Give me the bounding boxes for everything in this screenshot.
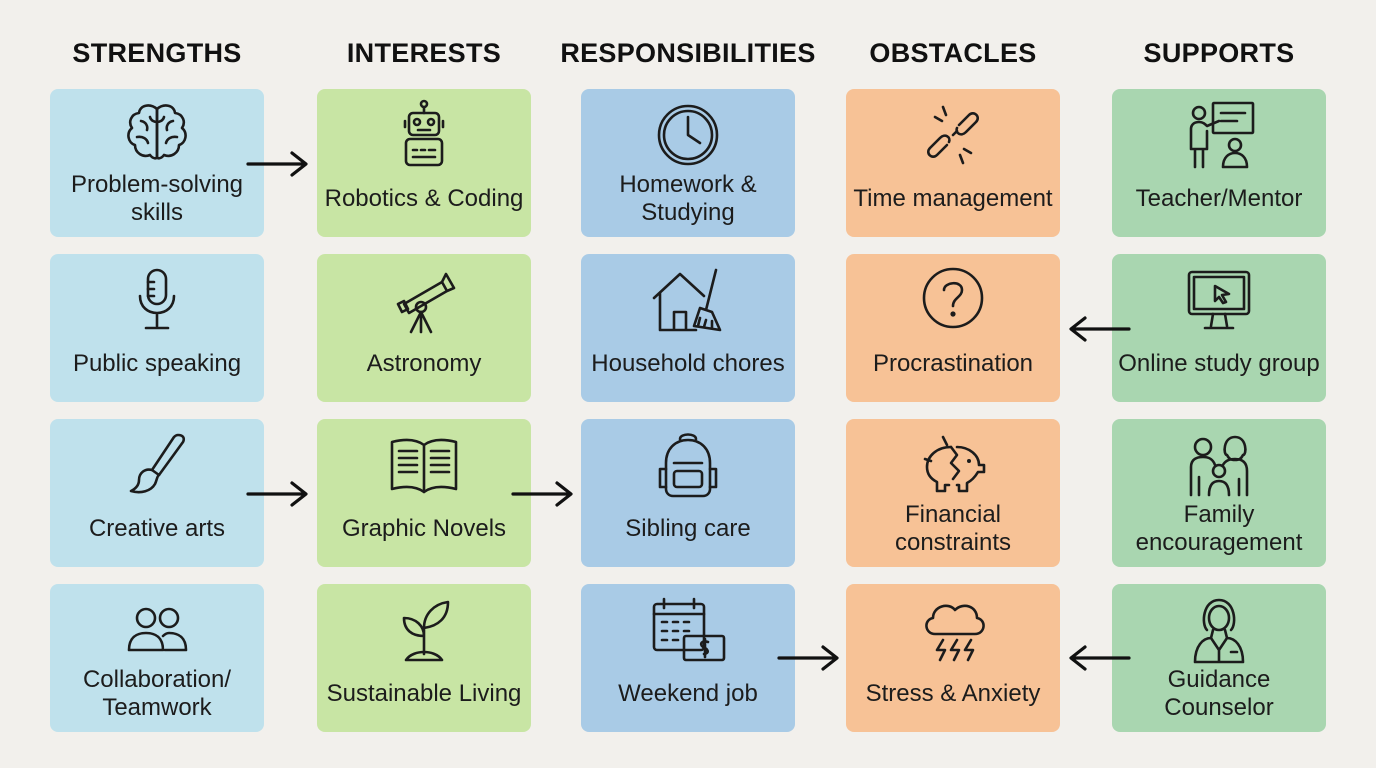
card-label: Procrastination [872, 350, 1034, 377]
card-homework: Homework & Studying [581, 89, 795, 237]
card-label: Collaboration/ Teamwork [82, 666, 232, 721]
card-label: Problem-solving skills [70, 171, 244, 226]
microphone-icon [138, 268, 176, 330]
card-label: Teacher/Mentor [1135, 185, 1303, 212]
card-astronomy: Astronomy [317, 254, 531, 402]
card-label: Time management [853, 185, 1053, 212]
card-label: Sibling care [625, 515, 751, 542]
card-label: Weekend job [618, 680, 758, 707]
backpack-icon [658, 433, 718, 498]
card-family-encouragement: Family encouragement [1112, 419, 1326, 567]
card-label: Family encouragement [1135, 501, 1303, 556]
card-weekend-job: Weekend job [581, 584, 795, 732]
card-label: Homework & Studying [619, 171, 757, 226]
teacher-board-icon [1189, 101, 1255, 169]
card-label: Household chores [591, 350, 785, 377]
storm-cloud-icon [925, 604, 985, 662]
family-icon [1189, 435, 1249, 497]
question-icon [922, 267, 984, 329]
card-procrastination: Procrastination [846, 254, 1060, 402]
arrow-left [1069, 645, 1131, 671]
computer-cursor-icon [1187, 270, 1251, 330]
card-stress-anxiety: Stress & Anxiety [846, 584, 1060, 732]
arrow-right [511, 481, 573, 507]
card-collaboration: Collaboration/ Teamwork [50, 584, 264, 732]
card-financial-constraints: Financial constraints [846, 419, 1060, 567]
robot-icon [403, 99, 445, 167]
header-interests: INTERESTS [346, 38, 502, 68]
card-label: Stress & Anxiety [865, 680, 1041, 707]
house-broom-icon [652, 268, 722, 332]
card-creative-arts: Creative arts [50, 419, 264, 567]
card-label: Online study group [1118, 350, 1320, 377]
broken-chain-icon [927, 105, 979, 165]
card-public-speaking: Public speaking [50, 254, 264, 402]
broken-piggy-bank-icon [923, 435, 986, 493]
card-label: Graphic Novels [341, 515, 507, 542]
arrow-right [246, 151, 308, 177]
arrow-right [777, 645, 839, 671]
card-label: Astronomy [366, 350, 482, 377]
calendar-money-icon [652, 597, 726, 662]
card-graphic-novels: Graphic Novels [317, 419, 531, 567]
counselor-icon [1193, 598, 1245, 664]
header-obstacles: OBSTACLES [869, 38, 1037, 68]
arrow-right [246, 481, 308, 507]
card-problem-solving: Problem-solving skills [50, 89, 264, 237]
card-sibling-care: Sibling care [581, 419, 795, 567]
card-guidance-counselor: Guidance Counselor [1112, 584, 1326, 732]
card-label: Financial constraints [894, 501, 1012, 556]
telescope-icon [396, 272, 456, 334]
card-label: Creative arts [88, 515, 226, 542]
brain-icon [127, 104, 187, 160]
open-book-icon [390, 438, 458, 494]
card-label: Public speaking [72, 350, 242, 377]
arrow-left [1069, 316, 1131, 342]
header-responsibilities: RESPONSIBILITIES [560, 38, 816, 68]
card-sustainable-living: Sustainable Living [317, 584, 531, 732]
card-label: Guidance Counselor [1164, 666, 1274, 721]
clock-icon [657, 104, 719, 166]
header-supports: SUPPORTS [1143, 38, 1295, 68]
paintbrush-icon [129, 433, 186, 494]
card-teacher-mentor: Teacher/Mentor [1112, 89, 1326, 237]
card-robotics: Robotics & Coding [317, 89, 531, 237]
card-online-study-group: Online study group [1112, 254, 1326, 402]
card-household-chores: Household chores [581, 254, 795, 402]
card-label: Robotics & Coding [324, 185, 524, 212]
people-icon [127, 607, 188, 652]
card-label: Sustainable Living [326, 680, 522, 707]
card-time-management: Time management [846, 89, 1060, 237]
sprout-icon [402, 600, 450, 662]
header-strengths: STRENGTHS [72, 38, 242, 68]
